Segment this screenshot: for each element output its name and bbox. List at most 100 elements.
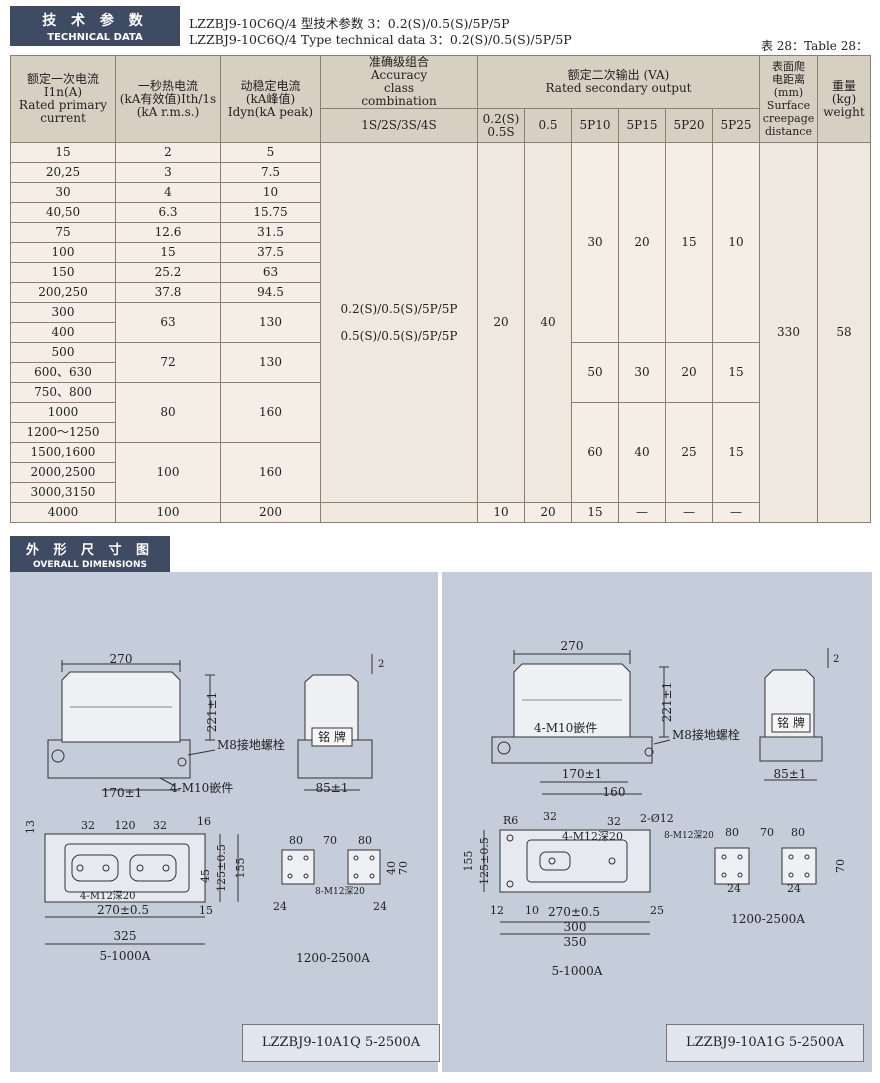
table-cell: 25.2 (115, 262, 221, 283)
table-cell: 20,25 (10, 162, 116, 183)
grounding-bolt (644, 747, 654, 757)
section-title-en: TECHNICAL DATA (47, 32, 143, 43)
table-cell: 30 (10, 182, 116, 203)
dim-gap-top: 2 (833, 654, 839, 665)
model-line-en: LZZBJ9-10C6Q/4 Type technical data 3：0.2… (189, 32, 572, 47)
col-accuracy-sub: 1S/2S/3S/4S (320, 108, 478, 143)
accuracy-cell: 0.2(S)/0.5(S)/5P/5P 0.5(S)/0.5(S)/5P/5P (320, 142, 478, 503)
label-nameplate: 铭 牌 (777, 715, 805, 730)
section-title-en: OVERALL DIMENSIONS (33, 560, 147, 570)
table-cell: 15 (115, 242, 221, 263)
table-cell: 25 (665, 402, 713, 503)
dim-125: 125±0.5 (215, 844, 228, 892)
table-cell: 12.6 (115, 222, 221, 243)
table-cell: 400 (10, 322, 116, 343)
dim-gap-top: 2 (378, 659, 384, 670)
table-cell: 6.3 (115, 202, 221, 223)
front-bolt-left (497, 741, 511, 755)
dim-12: 12 (490, 904, 504, 917)
table-cell: 500 (10, 342, 116, 363)
table-cell: 15 (712, 402, 760, 503)
dim-125: 125±0.5 (478, 837, 491, 885)
side-base (759, 736, 823, 762)
drawing-panel-left: 270 221±1 M8接地螺栓 4-M10嵌件 170±1 铭 牌 85±1 … (10, 572, 440, 1072)
label-m12: 4-M12深20 (562, 830, 623, 843)
table-cell: 5 (220, 142, 321, 163)
table-cell: 100 (115, 442, 221, 503)
table-cell: 100 (10, 242, 116, 263)
drawing-right: 270 221±1 M8接地螺栓 4-M10嵌件 170±1 160 铭 牌 8… (462, 639, 847, 978)
dim-325: 325 (114, 929, 137, 943)
dim-155: 155 (462, 851, 475, 872)
dim-80b: 80 (358, 834, 372, 847)
dim-80a: 80 (725, 826, 739, 839)
table-cell: 20 (524, 502, 572, 523)
label-m12b: 8-M12深20 (664, 830, 714, 841)
table-cell: 40 (618, 402, 666, 503)
label-m12: 4-M12深20 (80, 890, 135, 902)
range-1200-2500: 1200-2500A (296, 951, 370, 965)
dim-350: 350 (564, 935, 587, 949)
table-cell: 10 (712, 142, 760, 343)
table-cell: — (712, 502, 760, 523)
table-cell: 300 (10, 302, 116, 323)
section-title-cn: 技 术 参 数 (42, 13, 148, 29)
dim-width-top: 270 (561, 639, 584, 653)
table-cell: 15.75 (220, 202, 321, 223)
model-line-cn: LZZBJ9-10C6Q/4 型技术参数 3：0.2(S)/0.5(S)/5P/… (189, 16, 510, 31)
table-cell: 7.5 (220, 162, 321, 183)
dim-32b: 32 (153, 819, 167, 832)
dim-24b: 24 (373, 900, 387, 913)
table-cell: 20 (618, 142, 666, 343)
table-cell: 40,50 (10, 202, 116, 223)
col-secondary-output: 额定二次输出 (VA)Rated secondary output (477, 55, 760, 109)
terminal-a (281, 849, 315, 885)
col-thermal-current: 一秒热电流(kA有效值)Ith/1s(kA r.m.s.) (115, 55, 221, 143)
table-cell: 40 (524, 142, 572, 503)
table-cell: 20 (477, 142, 525, 503)
table-cell: 31.5 (220, 222, 321, 243)
dim-bolt-spacing: 170±1 (562, 767, 603, 781)
dim-width-top: 270 (110, 652, 133, 666)
dim-32a: 32 (81, 819, 95, 832)
dim-15: 15 (199, 904, 213, 917)
dim-270: 270±0.5 (548, 905, 600, 919)
dim-120: 120 (115, 819, 136, 832)
table-cell: 15 (712, 342, 760, 403)
table-cell: 200 (220, 502, 321, 523)
table-cell: 4 (115, 182, 221, 203)
col-5p25: 5P25 (712, 108, 760, 143)
table-cell: 94.5 (220, 282, 321, 303)
dim-40: 40 (385, 861, 398, 875)
dim-300: 300 (564, 920, 587, 934)
dim-10: 10 (525, 904, 539, 917)
technical-data-header: 技 术 参 数 TECHNICAL DATA (10, 6, 180, 46)
col-5p10: 5P10 (571, 108, 619, 143)
col-dynamic-current: 动稳定电流(kA峰值)Idyn(kA peak) (220, 55, 321, 143)
table-cell (320, 502, 478, 523)
label-insert: 4-M10嵌件 (170, 781, 233, 795)
dim-25: 25 (650, 904, 664, 917)
dim-bolt-spacing: 170±1 (102, 786, 143, 800)
dim-height: 221±1 (660, 682, 674, 723)
dim-70v: 70 (397, 861, 410, 875)
label-hole: 2-Ø12 (640, 812, 674, 825)
label-grounding-bolt: M8接地螺栓 (672, 727, 740, 742)
table-cell: 37.5 (220, 242, 321, 263)
table-cell: 1500,1600 (10, 442, 116, 463)
table-cell: 4000 (10, 502, 116, 523)
table-cell: 130 (220, 342, 321, 383)
table-cell: 3 (115, 162, 221, 183)
terminal-b (347, 849, 381, 885)
table-cell: 2000,2500 (10, 462, 116, 483)
table-cell: 50 (571, 342, 619, 403)
dim-270: 270±0.5 (97, 903, 149, 917)
table-cell: 130 (220, 302, 321, 343)
dim-80b: 80 (791, 826, 805, 839)
col-05: 0.5 (524, 108, 572, 143)
dim-70v: 70 (834, 859, 847, 873)
table-cell: 1200～1250 (10, 422, 116, 443)
